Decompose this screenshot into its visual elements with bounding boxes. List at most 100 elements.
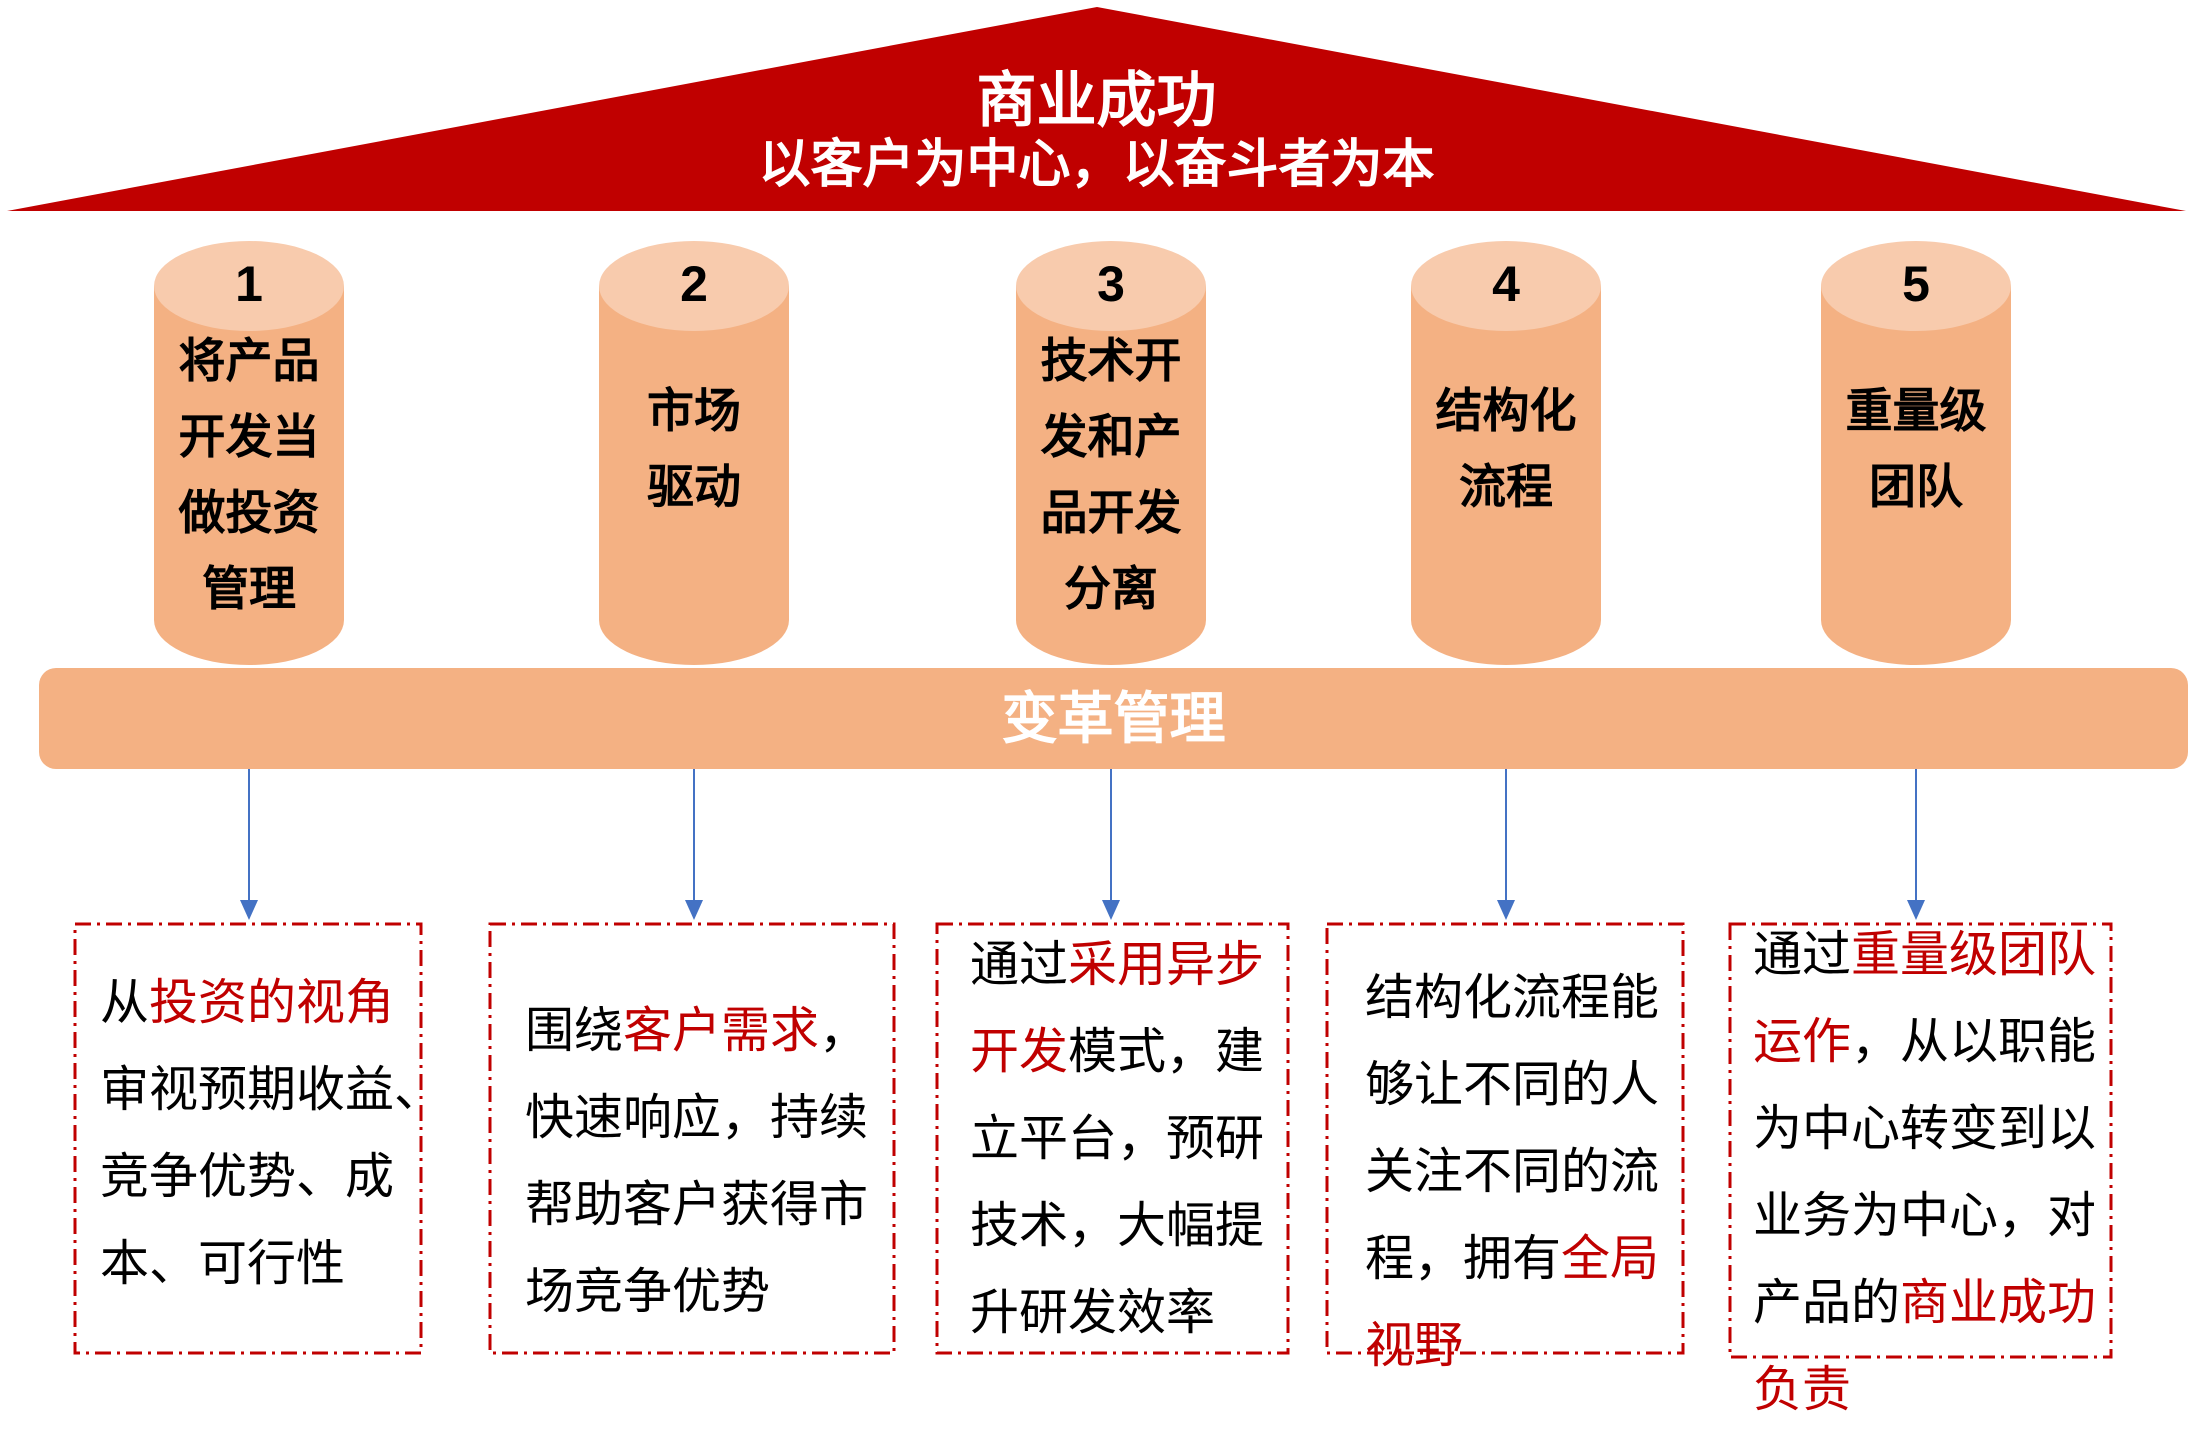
pillar-number: 5 xyxy=(1902,256,1930,312)
highlight-text: 商业成功 xyxy=(1900,1276,2097,1330)
arrow-2 xyxy=(685,769,703,920)
description-line: 从投资的视角 xyxy=(100,960,443,1047)
highlight-text: 全局 xyxy=(1561,1232,1660,1286)
plain-text: 竞争优势、成 xyxy=(100,1150,395,1204)
description-line: 视野 xyxy=(1365,1303,1659,1390)
plain-text: 结构化流程能 xyxy=(1365,971,1660,1025)
highlight-text: 重量级团队 xyxy=(1851,928,2097,982)
plain-text: 关注不同的流 xyxy=(1365,1145,1660,1199)
pillar-1: 1 将产品开发当做投资管理 xyxy=(154,241,344,665)
pillar-number: 1 xyxy=(235,256,263,312)
description-line: 够让不同的人 xyxy=(1365,1042,1659,1129)
highlight-text: 运作 xyxy=(1753,1015,1852,1069)
plain-text: 通过 xyxy=(970,938,1069,992)
arrow-1 xyxy=(240,769,258,920)
plain-text: 升研发效率 xyxy=(970,1286,1216,1340)
plain-text: 产品的 xyxy=(1753,1276,1901,1330)
highlight-text: 客户需求 xyxy=(623,1004,820,1058)
pillar-label-line: 结构化 xyxy=(1435,384,1577,437)
description-text: 从投资的视角审视预期收益、竞争优势、成本、可行性 xyxy=(100,960,443,1308)
plain-text: 围绕 xyxy=(525,1004,624,1058)
pillar-label-line: 将产品 xyxy=(178,334,320,387)
pillar-label-line: 团队 xyxy=(1869,460,1963,513)
pillar-label-line: 分离 xyxy=(1064,562,1158,615)
plain-text: 审视预期收益、 xyxy=(100,1063,444,1117)
description-line: 快速响应，持续 xyxy=(525,1075,868,1162)
plain-text: 快速响应，持续 xyxy=(525,1091,869,1145)
arrow-4 xyxy=(1497,769,1515,920)
description-box-4: 结构化流程能够让不同的人关注不同的流程，拥有全局视野 xyxy=(1325,922,1685,1373)
description-line: 场竞争优势 xyxy=(525,1249,868,1336)
description-line: 程，拥有全局 xyxy=(1365,1216,1659,1303)
highlight-text: 投资的视角 xyxy=(149,976,395,1030)
plain-text: 技术，大幅提 xyxy=(970,1199,1265,1253)
description-text: 结构化流程能够让不同的人关注不同的流程，拥有全局视野 xyxy=(1365,955,1659,1390)
plain-text: 立平台，预研 xyxy=(970,1112,1265,1166)
arrow-5 xyxy=(1907,769,1925,920)
pillar-label: 重量级团队 xyxy=(1821,373,2011,525)
pillar-label-line: 开发当 xyxy=(178,410,320,463)
description-line: 业务为中心，对 xyxy=(1753,1173,2096,1260)
description-text: 通过重量级团队运作，从以职能为中心转变到以业务为中心，对产品的商业成功负责 xyxy=(1753,912,2096,1434)
foundation-bar: 变革管理 xyxy=(39,668,2188,769)
plain-text: 业务为中心，对 xyxy=(1753,1189,2097,1243)
description-text: 围绕客户需求， 快速响应，持续帮助客户获得市场竞争优势 xyxy=(525,988,868,1336)
description-line: 审视预期收益、 xyxy=(100,1047,443,1134)
highlight-text: 开发 xyxy=(970,1025,1069,1079)
pillar-label-line: 流程 xyxy=(1459,460,1553,513)
description-line: 通过重量级团队 xyxy=(1753,912,2096,999)
plain-text: 通过 xyxy=(1753,928,1852,982)
pillar-2: 2 市场驱动 xyxy=(599,241,789,665)
foundation-label: 变革管理 xyxy=(1001,687,1226,750)
plain-text: ，从以职能 xyxy=(1851,1015,2097,1069)
description-box-3: 通过采用异步开发模式，建立平台，预研技术，大幅提升研发效率 xyxy=(935,922,1290,1355)
plain-text: 为中心转变到以 xyxy=(1753,1102,2097,1156)
description-line: 帮助客户获得市 xyxy=(525,1162,868,1249)
description-line: 通过采用异步 xyxy=(970,922,1264,1009)
description-text: 通过采用异步开发模式，建立平台，预研技术，大幅提升研发效率 xyxy=(970,922,1264,1357)
pillar-label: 结构化流程 xyxy=(1411,373,1601,525)
description-line: 负责 xyxy=(1753,1347,2096,1434)
roof-subtitle: 以客户为中心，以奋斗者为本 xyxy=(758,136,1435,194)
roof-title: 商业成功 xyxy=(976,67,1217,134)
pillar-label-line: 管理 xyxy=(202,562,296,615)
description-box-1: 从投资的视角审视预期收益、竞争优势、成本、可行性 xyxy=(73,922,443,1355)
pillar-label-line: 做投资 xyxy=(178,486,320,539)
description-line: 围绕客户需求， xyxy=(525,988,868,1075)
pillar-label: 市场驱动 xyxy=(599,373,789,525)
pillar-label: 技术开发和产品开发分离 xyxy=(1016,323,1206,627)
pillar-label-line: 品开发 xyxy=(1040,486,1182,539)
description-line: 结构化流程能 xyxy=(1365,955,1659,1042)
plain-text: 从 xyxy=(100,976,150,1030)
pillar-label-line: 技术开 xyxy=(1040,334,1182,387)
pillar-number: 2 xyxy=(680,256,708,312)
highlight-text: 采用异步 xyxy=(1068,938,1265,992)
pillar-label-line: 驱动 xyxy=(647,460,741,513)
pillar-4: 4 结构化流程 xyxy=(1411,241,1601,665)
pillar-number: 3 xyxy=(1097,256,1125,312)
plain-text: 够让不同的人 xyxy=(1365,1058,1660,1112)
description-line: 升研发效率 xyxy=(970,1270,1264,1357)
description-line: 竞争优势、成 xyxy=(100,1134,443,1221)
pillar-label-line: 重量级 xyxy=(1845,384,1987,437)
plain-text: 本、可行性 xyxy=(100,1237,346,1291)
description-line: 立平台，预研 xyxy=(970,1096,1264,1183)
description-box-5: 通过重量级团队运作，从以职能为中心转变到以业务为中心，对产品的商业成功负责 xyxy=(1728,922,2113,1417)
pillar-5: 5 重量级团队 xyxy=(1821,241,2011,665)
pillar-number: 4 xyxy=(1492,256,1520,312)
roof-banner xyxy=(7,7,2186,211)
highlight-text: 视野 xyxy=(1365,1319,1464,1373)
pillar-label: 将产品开发当做投资管理 xyxy=(154,323,344,627)
description-line: 产品的商业成功 xyxy=(1753,1260,2096,1347)
description-line: 运作，从以职能 xyxy=(1753,999,2096,1086)
description-line: 为中心转变到以 xyxy=(1753,1086,2096,1173)
plain-text: 场竞争优势 xyxy=(525,1265,771,1319)
pillar-label-line: 市场 xyxy=(647,384,741,437)
description-line: 关注不同的流 xyxy=(1365,1129,1659,1216)
plain-text: ， xyxy=(819,1004,869,1058)
description-line: 本、可行性 xyxy=(100,1221,443,1308)
description-line: 技术，大幅提 xyxy=(970,1183,1264,1270)
plain-text: 帮助客户获得市 xyxy=(525,1178,869,1232)
plain-text: 程，拥有 xyxy=(1365,1232,1562,1286)
